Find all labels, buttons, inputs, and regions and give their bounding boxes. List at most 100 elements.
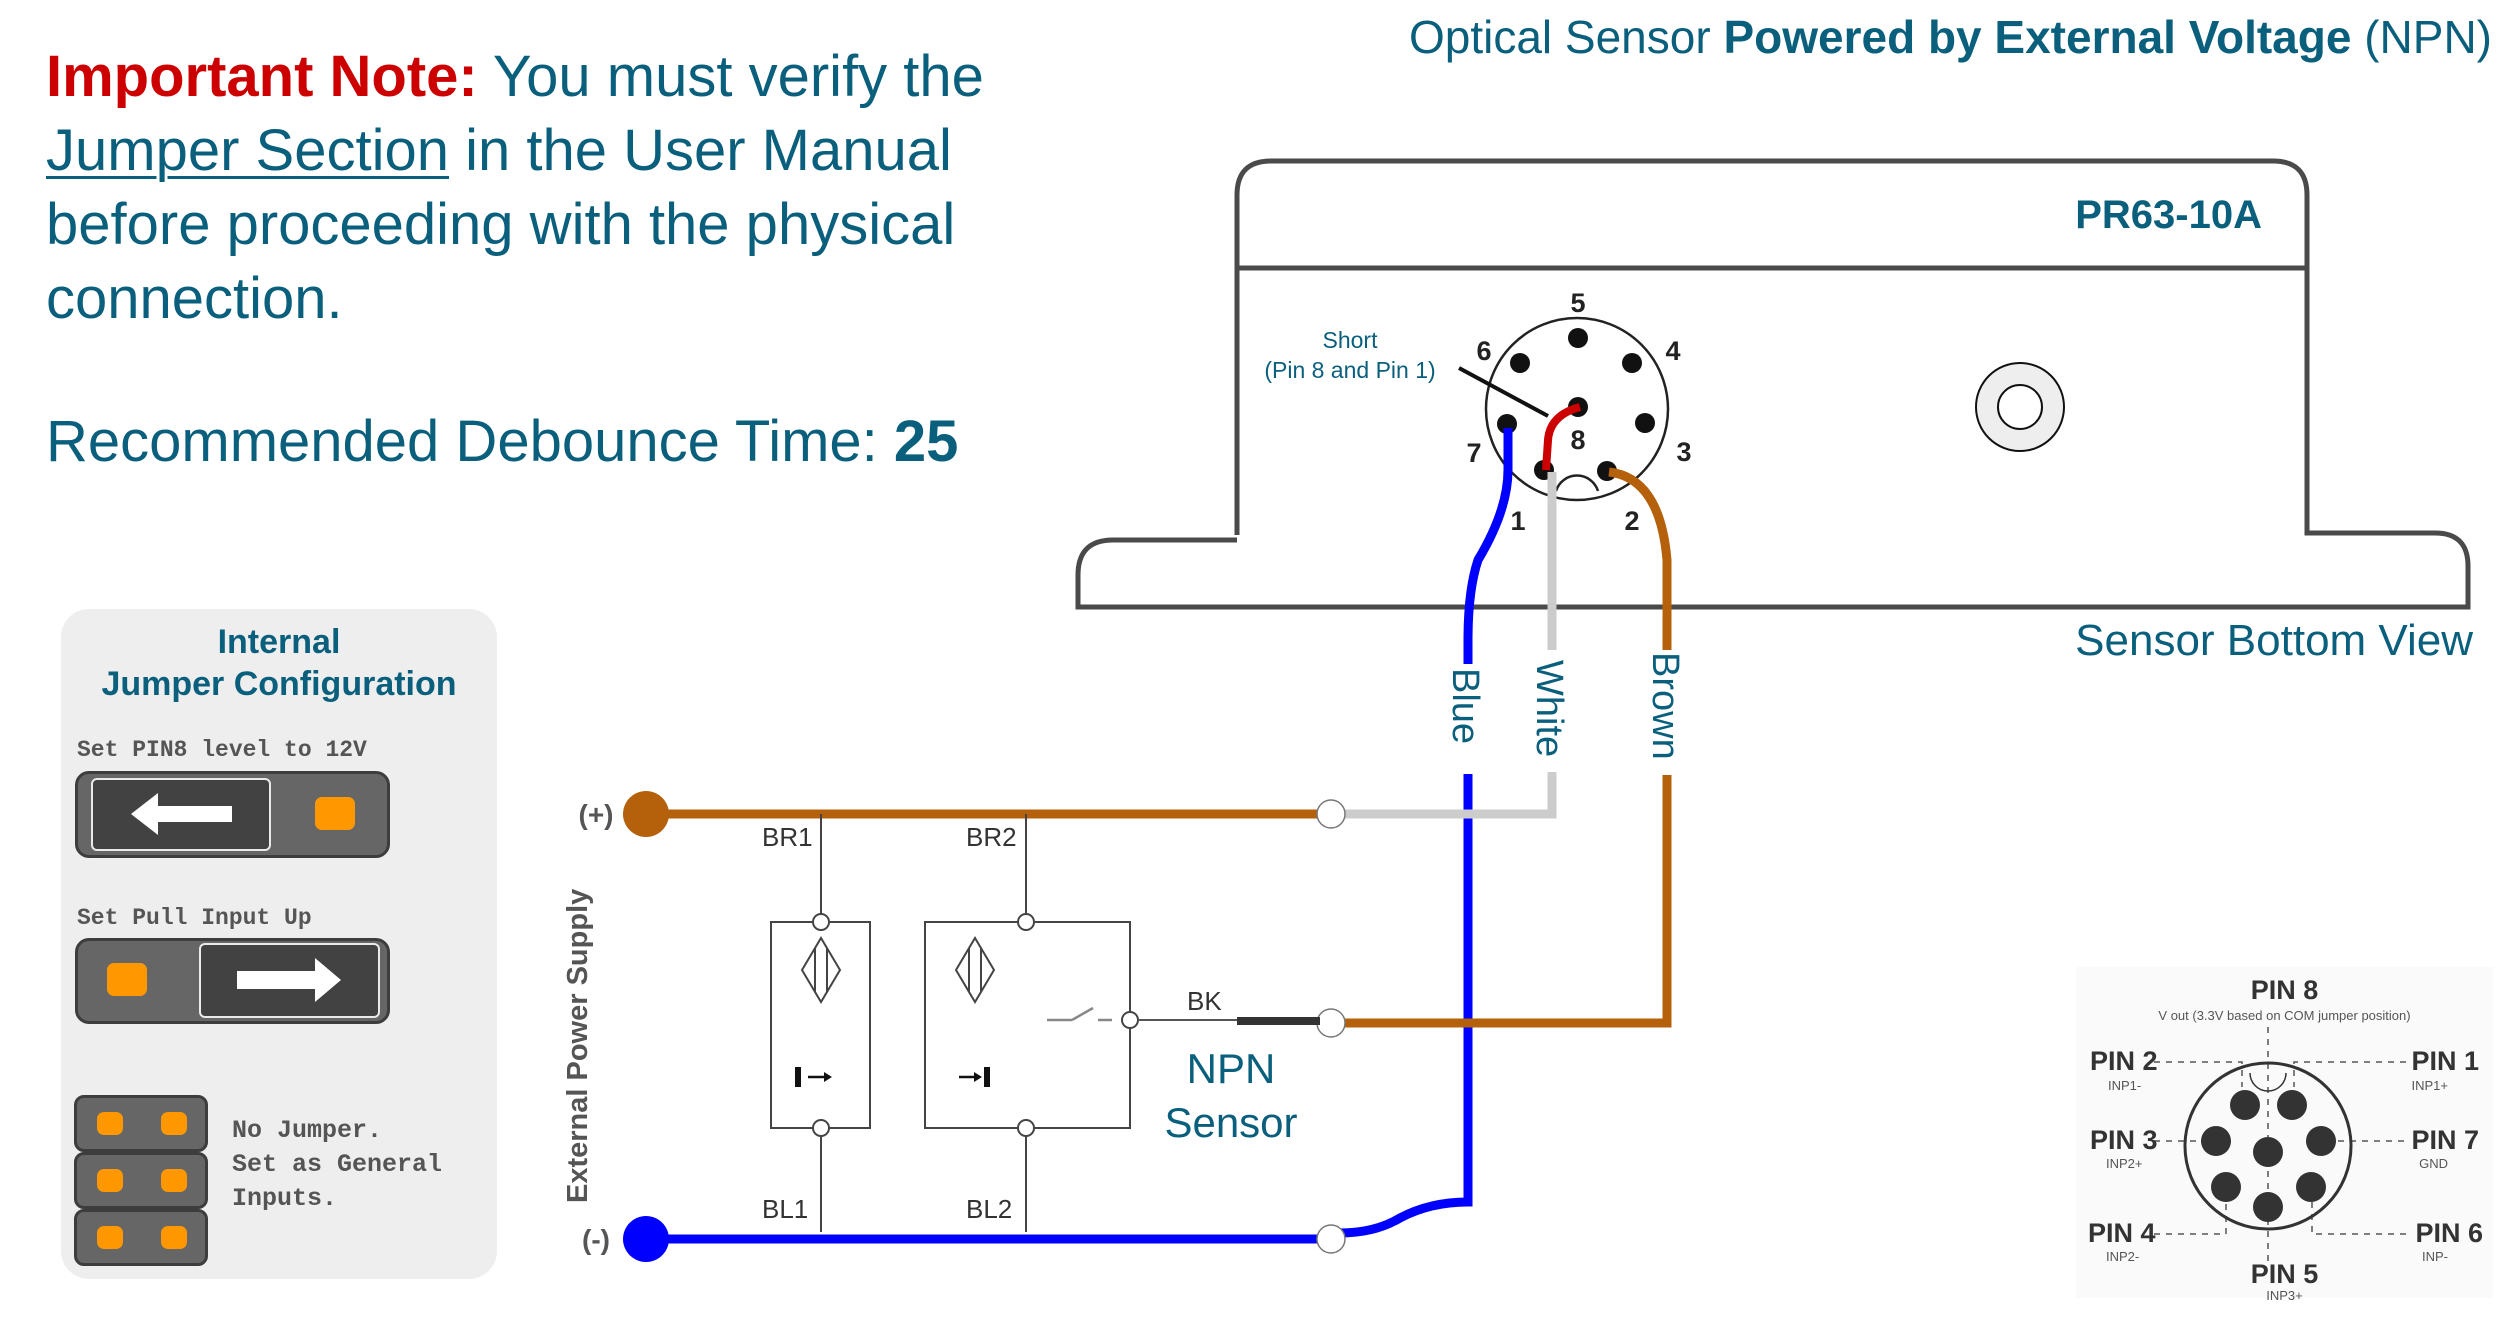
title-bold: Powered by External Voltage <box>1723 11 2352 63</box>
jumper-pin <box>107 963 147 996</box>
header-row <box>74 1152 208 1209</box>
config3-line2: Set as General <box>232 1150 443 1179</box>
pin-label-8: 8 <box>1570 425 1585 455</box>
diagram-title: Optical Sensor Powered by External Volta… <box>1409 10 2492 64</box>
short-label-line1: Short <box>1323 327 1379 353</box>
jumper-pin <box>97 1112 123 1135</box>
pin-label-5: 5 <box>1570 288 1585 318</box>
config3-line1: No Jumper. <box>232 1116 383 1145</box>
header-row <box>74 1095 208 1152</box>
npn-label-line1: NPN <box>1187 1045 1276 1092</box>
pin-3 <box>1635 413 1655 433</box>
positive-label: (+) <box>579 799 614 830</box>
short-pointer-line <box>1458 366 1549 418</box>
jumper-config-pin8-12v <box>75 771 390 858</box>
negative-label: (-) <box>582 1224 610 1255</box>
wire-label-brown: Brown <box>1644 652 1686 760</box>
br2-label: BR2 <box>966 822 1017 852</box>
important-note-label: Important Note: <box>46 44 478 109</box>
short-label-line2: (Pin 8 and Pin 1) <box>1264 357 1435 383</box>
pinout-pin8-name: PIN 8 <box>2250 975 2319 1005</box>
jumper-pin <box>97 1169 123 1192</box>
sensor-body-outline <box>1075 158 2471 610</box>
connector-key-notch <box>1554 474 1600 492</box>
pinout-pin7-desc: GND <box>2419 1156 2448 1171</box>
bl1-label: BL1 <box>762 1194 808 1224</box>
wire-label-white: White <box>1528 660 1570 757</box>
pinout-pin6-desc: INP- <box>2422 1249 2448 1264</box>
sensor-model: PR63-10A <box>2075 193 2262 237</box>
short-wire-pin8-pin1 <box>1542 403 1582 471</box>
bl2-label: BL2 <box>966 1194 1012 1224</box>
sensor-bottom-view-label: Sensor Bottom View <box>2075 616 2473 665</box>
debounce-label: Recommended Debounce Time: <box>46 409 894 474</box>
emitter-symbol <box>770 814 871 1232</box>
positive-terminal[interactable] <box>623 791 669 837</box>
wire-label-blue: Blue <box>1444 668 1486 744</box>
pin-label-4: 4 <box>1665 336 1680 366</box>
pinout-pin1-name: PIN 1 <box>2411 1046 2479 1076</box>
pinout-pin7-name: PIN 7 <box>2411 1125 2479 1155</box>
jumper-pin <box>161 1169 187 1192</box>
title-prefix: Optical Sensor <box>1408 11 1724 63</box>
note-text-2: in the User Manual before proceeding wit… <box>46 118 956 331</box>
jumper-pin <box>161 1226 187 1249</box>
pinout-reference: PIN 8 V out (3.3V based on COM jumper po… <box>2076 967 2493 1303</box>
debounce-value: 25 <box>893 409 959 474</box>
junction-bk <box>1316 1008 1346 1038</box>
config1-label: Set PIN8 level to 12V <box>77 737 367 763</box>
bk-label: BK <box>1187 986 1222 1016</box>
jumper-cap <box>199 943 380 1018</box>
pinout-pin8-desc: V out (3.3V based on COM jumper position… <box>2158 1008 2411 1023</box>
jumper-pin <box>315 797 355 830</box>
blue-wire <box>1463 428 1513 664</box>
jumper-panel-title: Internal Jumper Configuration <box>61 621 497 705</box>
npn-label-line2: Sensor <box>1164 1099 1297 1146</box>
arrow-right-icon <box>237 958 341 1002</box>
debounce-time: Recommended Debounce Time: 25 <box>46 408 958 475</box>
br1-label: BR1 <box>762 822 813 852</box>
brown-wire <box>1608 467 1672 650</box>
important-note: Important Note: You must verify the Jump… <box>46 40 1026 336</box>
junction-negative <box>1316 1224 1346 1254</box>
jumper-cap <box>91 778 271 851</box>
pin-5 <box>1568 328 1588 348</box>
external-power-supply-label: External Power Supply <box>562 889 594 1203</box>
pinout-connector-graphic <box>2154 1027 2406 1267</box>
pinout-pin5-desc: INP3+ <box>2266 1288 2303 1303</box>
pinout-pin3-name: PIN 3 <box>2090 1125 2158 1155</box>
pinout-pin2-name: PIN 2 <box>2090 1046 2158 1076</box>
jumper-section-link[interactable]: Jumper Section <box>46 118 449 183</box>
arrow-left-icon <box>131 793 232 835</box>
pinout-pin4-desc: INP2- <box>2106 1249 2140 1264</box>
pinout-pin1-desc: INP1+ <box>2411 1078 2449 1093</box>
pinout-pin3-desc: INP2+ <box>2106 1156 2143 1171</box>
pin-label-6: 6 <box>1476 336 1491 366</box>
header-row <box>74 1209 208 1266</box>
jumper-configuration-panel: Internal Jumper Configuration Set PIN8 l… <box>61 609 497 1279</box>
negative-terminal[interactable] <box>623 1216 669 1262</box>
config3-line3: Inputs. <box>232 1184 338 1213</box>
jumper-title-line2: Jumper Configuration <box>101 665 457 703</box>
pin-label-2: 2 <box>1624 506 1639 536</box>
mounting-hole-icon <box>1975 362 2065 452</box>
title-suffix: (NPN) <box>2351 11 2492 63</box>
config2-label: Set Pull Input Up <box>77 905 312 931</box>
jumper-config-pull-up <box>75 938 390 1024</box>
white-wire-lower <box>1338 772 1557 819</box>
note-text-1: You must verify the <box>477 44 984 109</box>
sensor-connector: 5 6 4 8 7 3 1 2 Short (Pin 8 and Pin 1) <box>1264 288 1691 536</box>
pinout-pin4-name: PIN 4 <box>2088 1218 2156 1248</box>
jumper-title-line1: Internal <box>217 623 341 661</box>
receiver-symbol <box>924 814 1237 1232</box>
junction-positive <box>1316 799 1346 829</box>
sensor-housing <box>1075 158 2471 610</box>
blue-wire-lower <box>1339 774 1473 1238</box>
config3-label: No Jumper. Set as General Inputs. <box>232 1114 442 1216</box>
jumper-no-jumper-header <box>74 1095 208 1266</box>
brown-wire-lower <box>1338 775 1672 1028</box>
pinout-pin2-desc: INP1- <box>2108 1078 2142 1093</box>
pin-label-7: 7 <box>1466 438 1481 468</box>
pin-6 <box>1510 353 1530 373</box>
